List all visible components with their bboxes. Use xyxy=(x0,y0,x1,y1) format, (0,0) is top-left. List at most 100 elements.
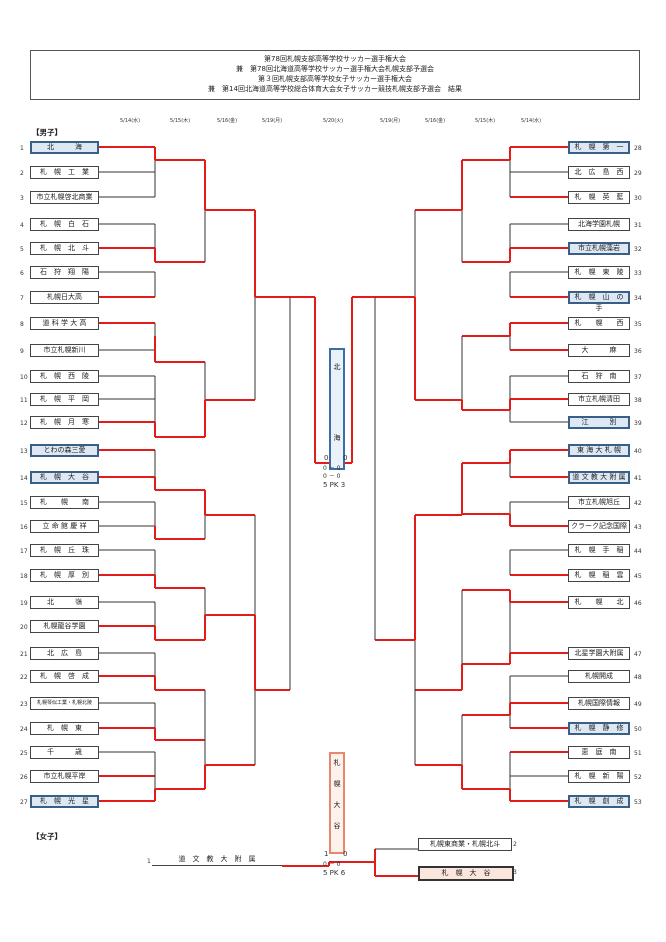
team-left: とわの森三愛 xyxy=(30,444,99,457)
team-number: 8 xyxy=(20,321,24,328)
girls-score-pk: 5 PK 6 xyxy=(323,869,346,877)
team-number: 50 xyxy=(634,726,642,733)
team-number: 33 xyxy=(634,270,642,277)
team-number: 32 xyxy=(634,246,642,253)
team-number: 16 xyxy=(20,524,28,531)
team-left: 市立札幌啓北商業 xyxy=(30,191,99,204)
girls-left-no: 1 xyxy=(147,858,151,865)
girls-score-sub1: 0 － 0 xyxy=(323,861,341,868)
team-right: 札 幌 東 陵 xyxy=(568,266,630,279)
team-left: 千 歳 xyxy=(30,746,99,759)
team-number: 51 xyxy=(634,750,642,757)
team-right: 札 幌 手 稲 xyxy=(568,544,630,557)
team-number: 25 xyxy=(20,750,28,757)
team-left: 札 幌 北 斗 xyxy=(30,242,99,255)
date-label: 5/15(木) xyxy=(170,118,191,124)
team-left: 道 科 学 大 高 xyxy=(30,317,99,330)
team-number: 2 xyxy=(20,170,24,177)
team-number: 10 xyxy=(20,374,28,381)
champion-char: 札 xyxy=(333,759,341,767)
team-right: 北 広 島 西 xyxy=(568,166,630,179)
team-number: 11 xyxy=(20,397,28,404)
date-label: 5/14(水) xyxy=(120,118,141,124)
team-number: 27 xyxy=(20,799,28,806)
team-right: クラーク記念国際 xyxy=(568,520,630,533)
team-number: 34 xyxy=(634,295,642,302)
team-number: 24 xyxy=(20,726,28,733)
title-box: 第78回札幌支部高等学校サッカー選手権大会 兼 第78回北海道高等学校サッカー選… xyxy=(30,50,640,100)
team-right: 道 文 教 大 附 属 xyxy=(568,471,630,484)
girls-right-bottom-no: 3 xyxy=(513,869,517,876)
date-label: 5/16(金) xyxy=(217,118,238,124)
team-number: 36 xyxy=(634,348,642,355)
date-label: 5/19(月) xyxy=(380,118,401,124)
team-number: 12 xyxy=(20,420,28,427)
team-right: 札 幌 新 陽 xyxy=(568,770,630,783)
team-right: 札 幌 創 成 xyxy=(568,795,630,808)
date-label: 5/16(金) xyxy=(425,118,446,124)
team-right: 札 幌 山 の 手 xyxy=(568,291,631,312)
team-number: 23 xyxy=(20,701,28,708)
title-line-3: 第３回札幌支部高等学校女子サッカー選手権大会 xyxy=(258,75,412,83)
team-number: 20 xyxy=(20,624,28,631)
team-number: 44 xyxy=(634,548,642,555)
team-number: 53 xyxy=(634,799,642,806)
team-left: 札 幌 西 陵 xyxy=(30,370,99,383)
team-right: 東 海 大 札 幌 xyxy=(568,444,630,457)
team-right: 北星学園大附属 xyxy=(568,647,630,660)
champion-char: 谷 xyxy=(333,822,341,830)
title-line-2: 兼 第78回北海道高等学校サッカー選手権大会札幌支部予選会 xyxy=(236,65,434,73)
girls-right-bottom-team: 札 幌 大 谷 xyxy=(418,866,514,881)
team-left: 市立札幌新川 xyxy=(30,344,99,357)
team-right: 恵 庭 南 xyxy=(568,746,630,759)
final-score-sub1: 0 － 0 xyxy=(323,465,341,472)
girls-right-top-team: 札幌東商業・札幌北斗 xyxy=(418,838,512,851)
team-number: 48 xyxy=(634,674,642,681)
team-left: 札 幌 大 谷 xyxy=(30,471,99,484)
team-left: 札幌日大高 xyxy=(30,291,99,304)
team-number: 3 xyxy=(20,195,24,202)
team-right: 札 幌 北 xyxy=(568,596,630,609)
team-number: 28 xyxy=(634,145,642,152)
team-number: 46 xyxy=(634,600,642,607)
team-number: 22 xyxy=(20,674,28,681)
team-left: 札 幌 東 xyxy=(30,722,99,735)
team-number: 1 xyxy=(20,145,24,152)
team-left: 立 命 館 慶 祥 xyxy=(30,520,99,533)
team-right: 江 別 xyxy=(568,416,630,429)
team-left: 札 幌 南 xyxy=(30,496,99,509)
team-number: 49 xyxy=(634,701,642,708)
final-score-left: 0 xyxy=(324,454,329,462)
team-right: 札 幌 西 xyxy=(568,317,630,330)
final-score-right: 0 xyxy=(343,454,348,462)
team-right: 札 幌 英 藍 xyxy=(568,191,630,204)
team-number: 43 xyxy=(634,524,642,531)
team-left: 石 狩 翔 陽 xyxy=(30,266,99,279)
team-left: 北 海 xyxy=(30,141,99,154)
team-number: 37 xyxy=(634,374,642,381)
team-left: 北 広 島 xyxy=(30,647,99,660)
team-right: 北海学園札幌 xyxy=(568,218,630,231)
champion-char: 大 xyxy=(333,801,341,809)
girls-right-top-no: 2 xyxy=(513,841,517,848)
team-left: 札 幌 平 岡 xyxy=(30,393,99,406)
team-number: 35 xyxy=(634,321,642,328)
title-line-1: 第78回札幌支部高等学校サッカー選手権大会 xyxy=(264,55,406,63)
team-number: 40 xyxy=(634,448,642,455)
team-right: 石 狩 南 xyxy=(568,370,630,383)
team-left: 札 幌 白 石 xyxy=(30,218,99,231)
team-number: 41 xyxy=(634,475,642,482)
team-number: 9 xyxy=(20,348,24,355)
girls-score-left: 1 xyxy=(324,850,329,858)
team-right: 市立札幌藻岩 xyxy=(568,242,630,255)
team-right: 札 幌 静 修 xyxy=(568,722,630,735)
team-number: 19 xyxy=(20,600,28,607)
girls-score-right: 0 xyxy=(343,850,348,858)
final-score-pk: 5 PK 3 xyxy=(323,481,346,489)
team-number: 14 xyxy=(20,475,28,482)
team-number: 18 xyxy=(20,573,28,580)
girls-section-label: 【女子】 xyxy=(32,832,62,841)
date-label: 5/20(火) xyxy=(323,118,344,124)
team-number: 52 xyxy=(634,774,642,781)
date-label: 5/15(木) xyxy=(475,118,496,124)
